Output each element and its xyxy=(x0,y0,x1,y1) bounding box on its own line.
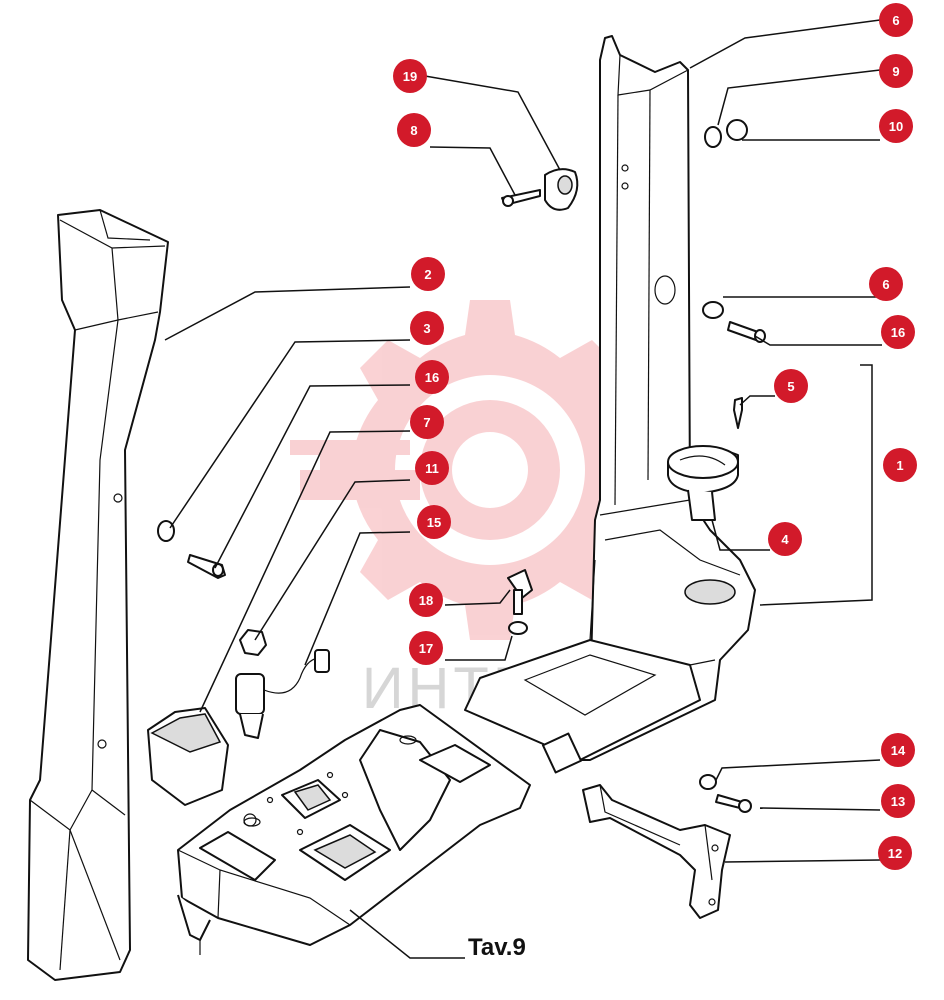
callout-10: 10 xyxy=(879,109,913,143)
fasteners xyxy=(157,119,766,813)
callout-16: 16 xyxy=(881,315,915,349)
svg-text:18: 18 xyxy=(419,593,433,608)
svg-text:12: 12 xyxy=(888,846,902,861)
storage-box xyxy=(147,707,229,806)
svg-text:15: 15 xyxy=(427,515,441,530)
svg-text:10: 10 xyxy=(889,119,903,134)
steering-column-housing xyxy=(549,35,756,761)
column-base-plate xyxy=(464,639,701,774)
leader-lines xyxy=(164,19,882,959)
callout-9: 9 xyxy=(879,54,913,88)
svg-text:2: 2 xyxy=(424,267,431,282)
svg-text:19: 19 xyxy=(403,69,417,84)
svg-text:9: 9 xyxy=(892,64,899,79)
instrument-console xyxy=(177,704,531,955)
callout-18: 18 xyxy=(409,583,443,617)
left-column-shroud xyxy=(27,209,169,981)
callout-4: 4 xyxy=(768,522,802,556)
callout-6: 6 xyxy=(879,3,913,37)
svg-text:6: 6 xyxy=(882,277,889,292)
ignition-switch xyxy=(235,629,330,827)
svg-text:4: 4 xyxy=(781,532,789,547)
callout-17: 17 xyxy=(409,631,443,665)
mounting-bracket xyxy=(582,784,731,919)
svg-text:5: 5 xyxy=(787,379,794,394)
svg-text:1: 1 xyxy=(896,458,903,473)
callout-8: 8 xyxy=(397,113,431,147)
svg-text:7: 7 xyxy=(423,415,430,430)
callout-12: 12 xyxy=(878,836,912,870)
callout-7: 7 xyxy=(410,405,444,439)
callout-6b: 6 xyxy=(869,267,903,301)
callout-16b: 16 xyxy=(415,360,449,394)
svg-text:6: 6 xyxy=(892,13,899,28)
drawing-label: Tav.9 xyxy=(468,934,526,961)
svg-text:16: 16 xyxy=(891,325,905,340)
svg-text:16: 16 xyxy=(425,370,439,385)
callout-11: 11 xyxy=(415,451,449,485)
svg-text:13: 13 xyxy=(891,794,905,809)
callout-3: 3 xyxy=(410,311,444,345)
svg-text:11: 11 xyxy=(425,461,439,476)
svg-text:3: 3 xyxy=(423,321,430,336)
callout-5: 5 xyxy=(774,369,808,403)
callout-14: 14 xyxy=(881,733,915,767)
callout-1: 1 xyxy=(883,448,917,482)
svg-text:17: 17 xyxy=(419,641,433,656)
callout-badges: 6 9 10 19 8 2 6 16 3 16 5 7 1 11 15 4 18… xyxy=(393,3,917,870)
callout-13: 13 xyxy=(881,784,915,818)
svg-text:14: 14 xyxy=(891,743,906,758)
callout-19: 19 xyxy=(393,59,427,93)
callout-15: 15 xyxy=(417,505,451,539)
gear-knob xyxy=(667,445,739,521)
callout-2: 2 xyxy=(411,257,445,291)
svg-text:8: 8 xyxy=(410,123,417,138)
